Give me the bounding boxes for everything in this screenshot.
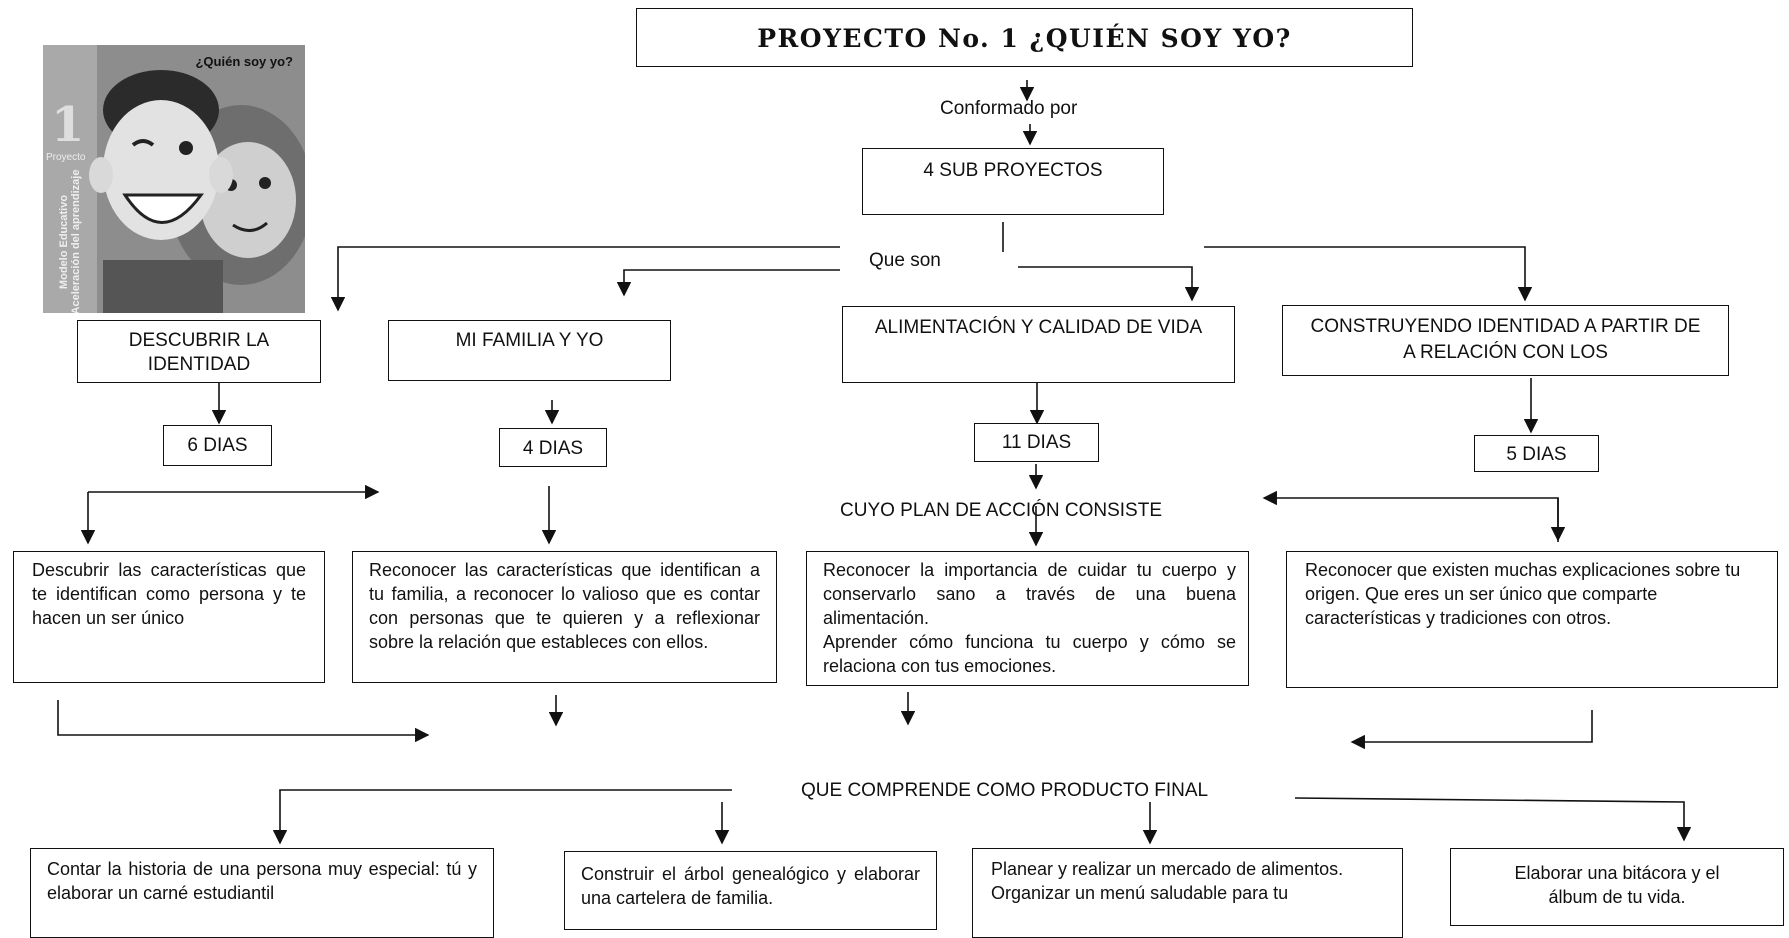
label-plan-de-accion: CUYO PLAN DE ACCIÓN CONSISTE [840, 500, 1163, 521]
days-box-4: 5 DIAS [1474, 435, 1599, 472]
branch-1 [330, 246, 840, 312]
book-cover-image: 1 Proyecto Modelo Educativo Aceleración … [43, 45, 305, 313]
product-3-line-1: Planear y realizar un mercado de aliment… [991, 859, 1344, 879]
goal-box-3: Reconocer la importancia de cuidar tu cu… [806, 551, 1249, 686]
days-box-3: 11 DIAS [974, 423, 1099, 462]
subproject-name-2: MI FAMILIA Y YO [388, 320, 671, 381]
branch-4 [1204, 246, 1533, 302]
product-branch-1 [272, 789, 732, 845]
label-que-son: Que son [869, 250, 941, 271]
product-3-line-2: Organizar un menú saludable para tu [991, 883, 1289, 903]
branch-3 [1018, 266, 1200, 302]
subproject-name-1: DESCUBRIR LA IDENTIDAD [77, 320, 321, 383]
goal-box-2: Reconocer las características que identi… [352, 551, 777, 683]
product-box-1: Contar la historia de una persona muy es… [30, 848, 494, 938]
project-title: PROYECTO No. 1 ¿QUIÉN SOY YO? [636, 8, 1413, 67]
days-box-2: 4 DIAS [499, 428, 607, 467]
subproject-name-4: CONSTRUYENDO IDENTIDAD A PARTIR DE A REL… [1282, 305, 1729, 376]
product-box-4: Elaborar una bitácora y el álbum de tu v… [1450, 848, 1784, 926]
cover-number: 1 [51, 97, 85, 153]
subproject-name-3: ALIMENTACIÓN Y CALIDAD DE VIDA [842, 306, 1235, 383]
goal-box-4: Reconocer que existen muchas explicacion… [1286, 551, 1778, 688]
cover-title: ¿Quién soy yo? [195, 54, 293, 69]
branch-2 [616, 269, 840, 297]
cover-label: Proyecto [46, 152, 86, 163]
cover-side-strip [43, 45, 97, 313]
arrow-right-product-1 [57, 700, 430, 743]
children-illustration [89, 70, 305, 313]
goal-3-line-1: Reconocer la importancia de cuidar tu cu… [823, 560, 1236, 628]
product-branch-4 [1294, 797, 1692, 842]
goal-box-1: Descubrir las características que te ide… [13, 551, 325, 683]
goal-3-line-2: Aprender cómo funciona tu cuerpo y cómo … [823, 632, 1236, 676]
days-box-1: 6 DIAS [163, 425, 272, 466]
arrow-left-4 [1262, 490, 1559, 542]
arrow-left-product-4 [1350, 710, 1593, 750]
product-box-3: Planear y realizar un mercado de aliment… [972, 848, 1403, 938]
sub-proyectos-box: 4 SUB PROYECTOS [862, 148, 1164, 215]
product-box-2: Construir el árbol genealógico y elabora… [564, 851, 937, 930]
label-producto-final: QUE COMPRENDE COMO PRODUCTO FINAL [801, 780, 1209, 801]
label-conformado-por: Conformado por [940, 98, 1078, 119]
